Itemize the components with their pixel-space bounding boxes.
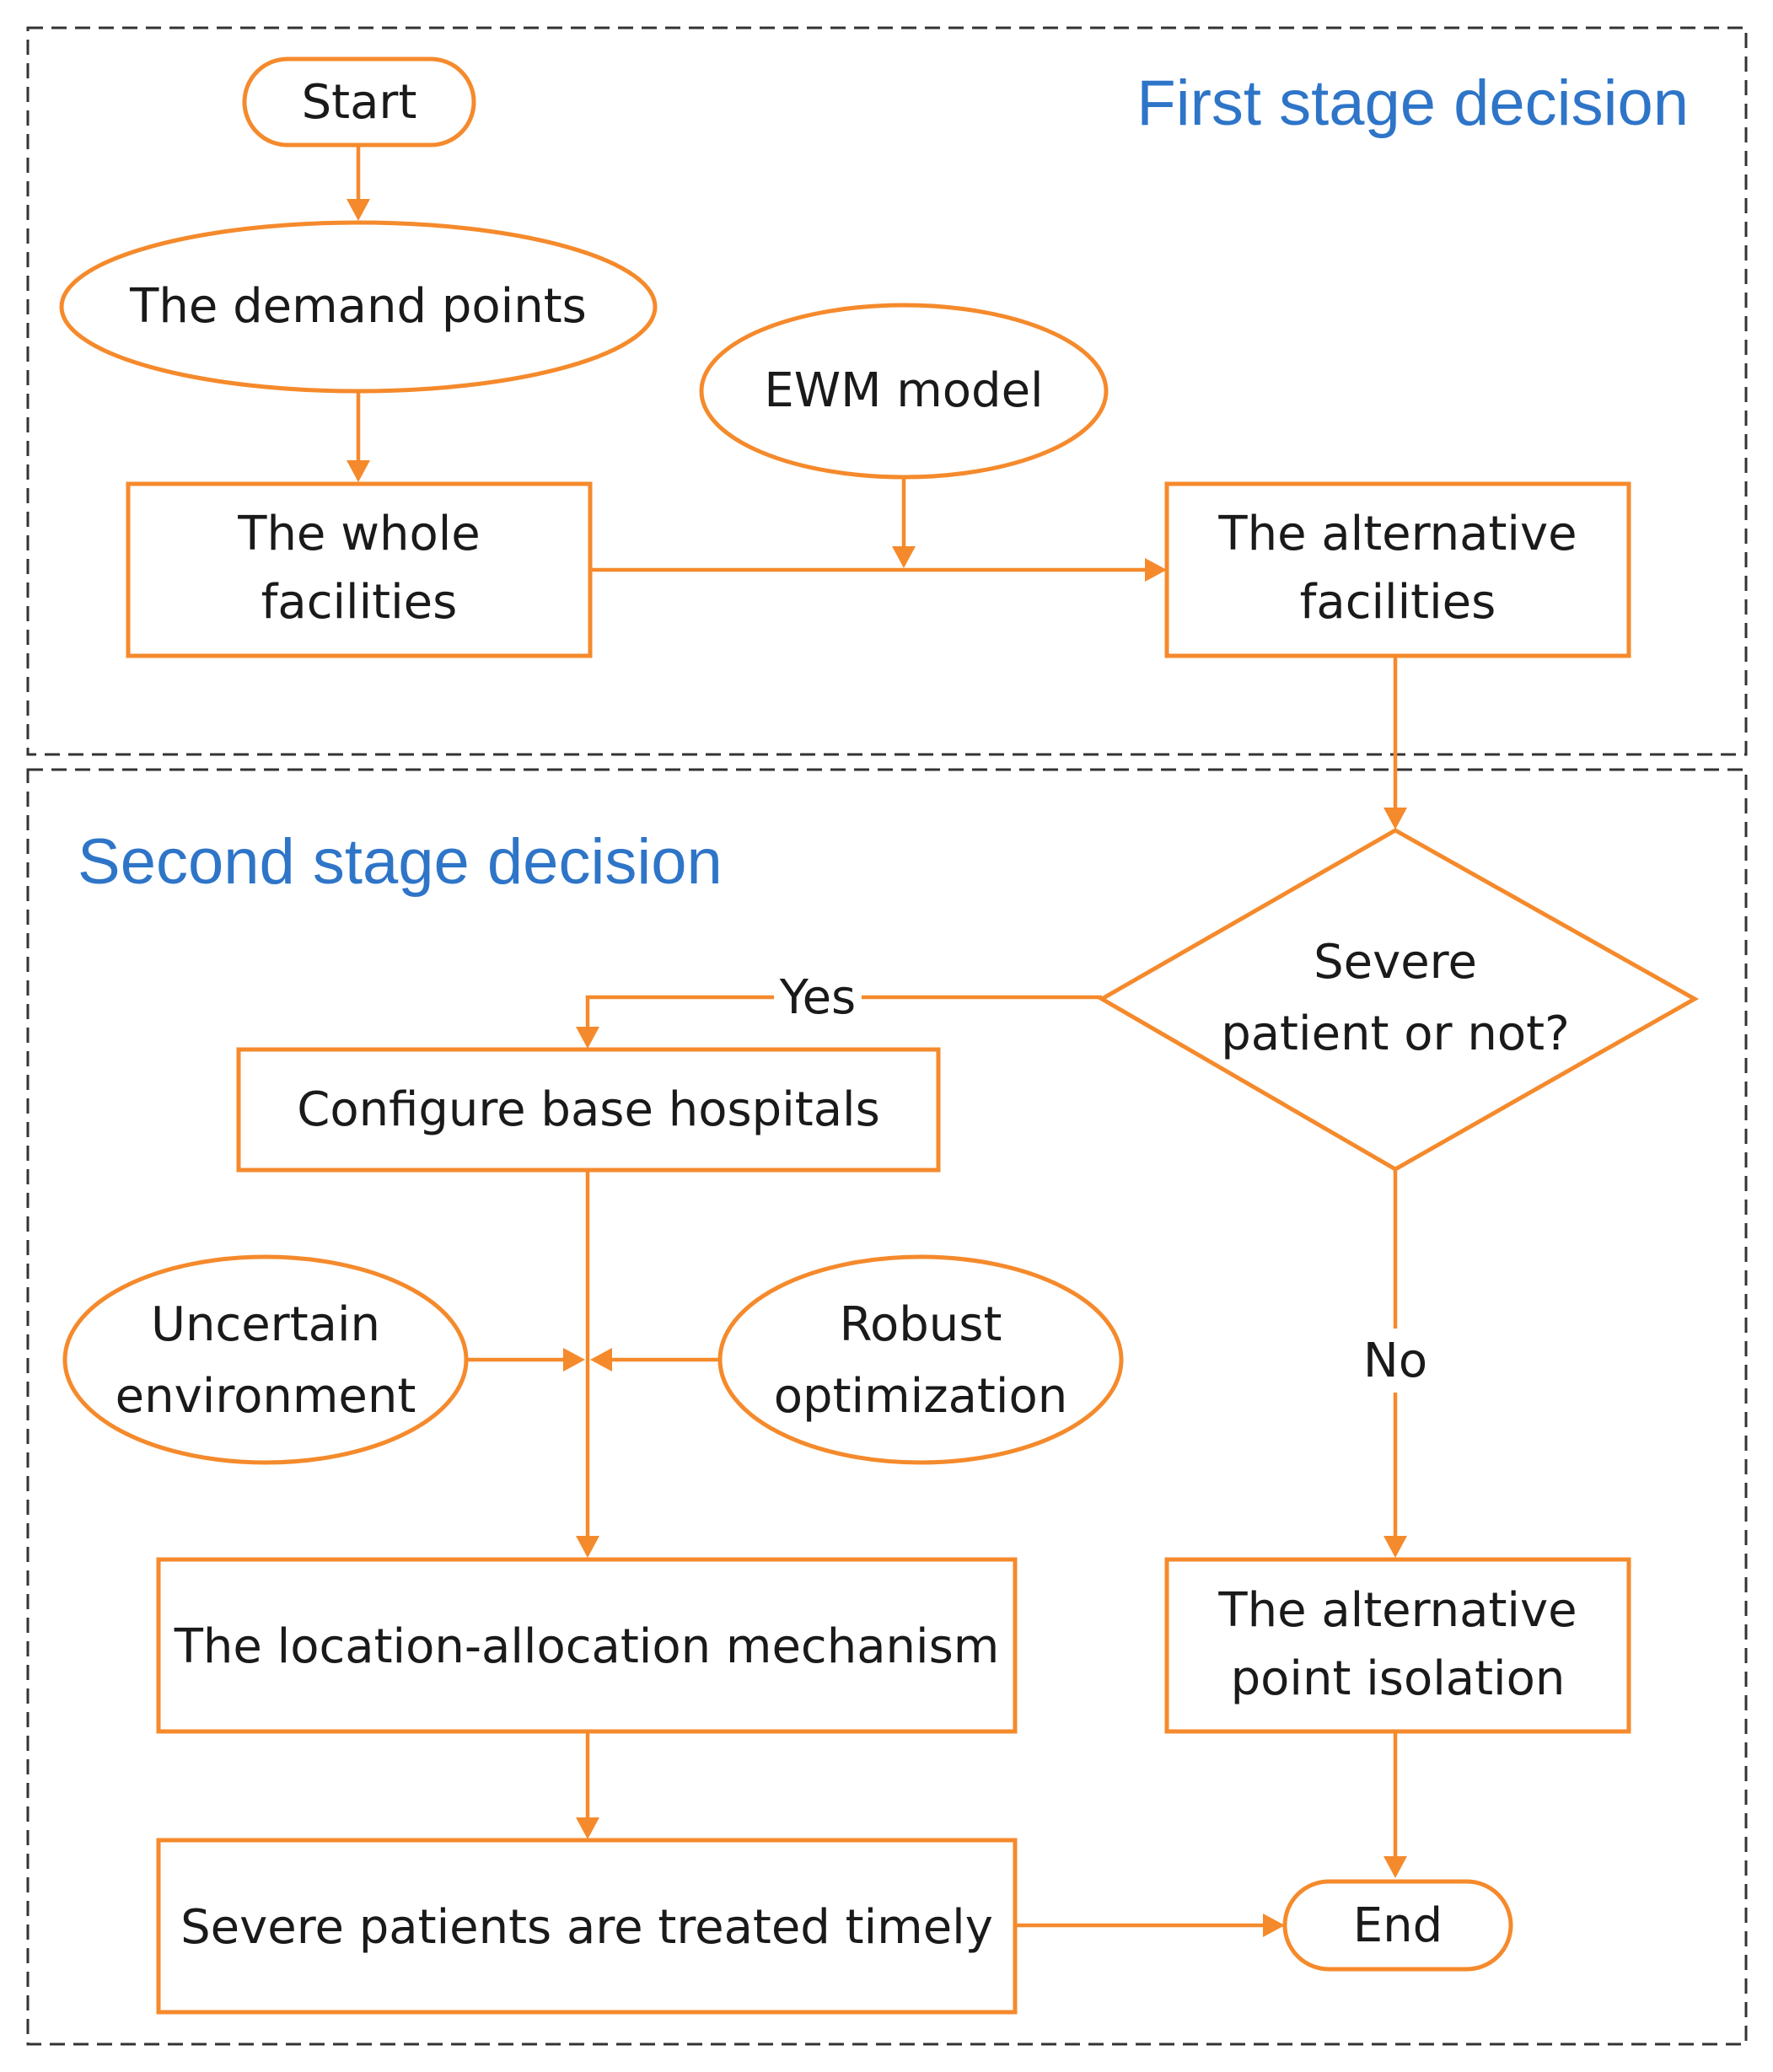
location-allocation-node: The location-allocation mechanism <box>156 1557 1018 1734</box>
whole-facilities-label-line1: The whole <box>237 507 481 561</box>
severe-patient-decision-shape <box>1098 828 1700 1172</box>
end-shape <box>1282 1879 1513 1972</box>
first-stage-frame <box>26 26 1748 756</box>
start-shape <box>242 56 476 148</box>
alternative-facilities-shape <box>1164 481 1631 658</box>
no-label: No <box>1363 1334 1427 1388</box>
arrowhead <box>347 199 370 221</box>
robust-optimization-node: Robust optimization <box>717 1254 1124 1465</box>
uncertain-environment-node: Uncertain environment <box>62 1254 469 1465</box>
location-allocation-label: The location-allocation mechanism <box>174 1619 1000 1674</box>
start-label: Start <box>302 75 417 130</box>
configure-base-hospitals-label: Configure base hospitals <box>297 1082 880 1137</box>
alternative-isolation-label-line2: point isolation <box>1231 1651 1566 1706</box>
arrowhead <box>1383 1856 1407 1878</box>
yes-label: Yes <box>779 970 856 1025</box>
arrowhead <box>576 1536 599 1558</box>
uncertain-environment-shape <box>62 1254 469 1465</box>
whole-facilities-shape <box>126 481 593 658</box>
uncertain-environment-label-line1: Uncertain <box>151 1297 380 1352</box>
whole-facilities-label-line2: facilities <box>261 575 458 630</box>
configure-base-hospitals-node: Configure base hospitals <box>236 1047 941 1173</box>
first-stage-title: First stage decision <box>1136 67 1689 139</box>
arrowhead <box>563 1348 585 1371</box>
arrowhead <box>576 1817 599 1839</box>
arrowhead <box>576 1027 599 1049</box>
demand-points-label: The demand points <box>129 279 587 334</box>
robust-optimization-shape <box>717 1254 1124 1465</box>
whole-facilities-node: The whole facilities <box>126 481 593 658</box>
treated-timely-node: Severe patients are treated timely <box>156 1838 1018 2015</box>
robust-optimization-label-line2: optimization <box>774 1369 1067 1424</box>
location-allocation-shape <box>156 1557 1018 1734</box>
configure-base-hospitals-shape <box>236 1047 941 1173</box>
severe-patient-decision-label-line1: Severe <box>1314 935 1477 990</box>
treated-timely-label: Severe patients are treated timely <box>180 1900 993 1955</box>
alternative-facilities-label-line1: The alternative <box>1217 507 1577 561</box>
alternative-facilities-node: The alternative facilities <box>1164 481 1631 658</box>
second-stage-title: Second stage decision <box>78 826 723 898</box>
alternative-isolation-shape <box>1164 1557 1631 1734</box>
arrowhead <box>1383 808 1407 829</box>
ewm-model-label: EWM model <box>764 363 1043 418</box>
ewm-model-shape <box>699 303 1109 480</box>
alternative-facilities-label-line2: facilities <box>1300 575 1496 630</box>
demand-points-node: The demand points <box>59 220 658 394</box>
ewm-model-node: EWM model <box>699 303 1109 480</box>
treated-timely-shape <box>156 1838 1018 2015</box>
edge-yes-branch <box>585 995 1102 1030</box>
start-node: Start <box>242 56 476 148</box>
demand-points-shape <box>59 220 658 394</box>
arrowhead <box>892 546 916 568</box>
arrowhead <box>1263 1914 1285 1937</box>
alternative-isolation-label-line1: The alternative <box>1217 1583 1577 1638</box>
robust-optimization-label-line1: Robust <box>840 1297 1002 1352</box>
end-label: End <box>1353 1898 1443 1953</box>
arrowhead <box>590 1348 612 1371</box>
severe-patient-decision-node: Severe patient or not? <box>1098 828 1700 1172</box>
uncertain-environment-label-line2: environment <box>116 1369 416 1424</box>
end-node: End <box>1282 1879 1513 1972</box>
severe-patient-decision-label-line2: patient or not? <box>1221 1006 1570 1061</box>
arrowhead <box>1383 1536 1407 1558</box>
no-label-background <box>1349 1329 1442 1393</box>
arrowhead <box>347 460 370 482</box>
alternative-isolation-node: The alternative point isolation <box>1164 1557 1631 1734</box>
arrowhead <box>1145 558 1167 582</box>
second-stage-frame <box>26 768 1748 2046</box>
yes-label-background <box>774 966 862 1025</box>
edges <box>347 145 1407 1937</box>
